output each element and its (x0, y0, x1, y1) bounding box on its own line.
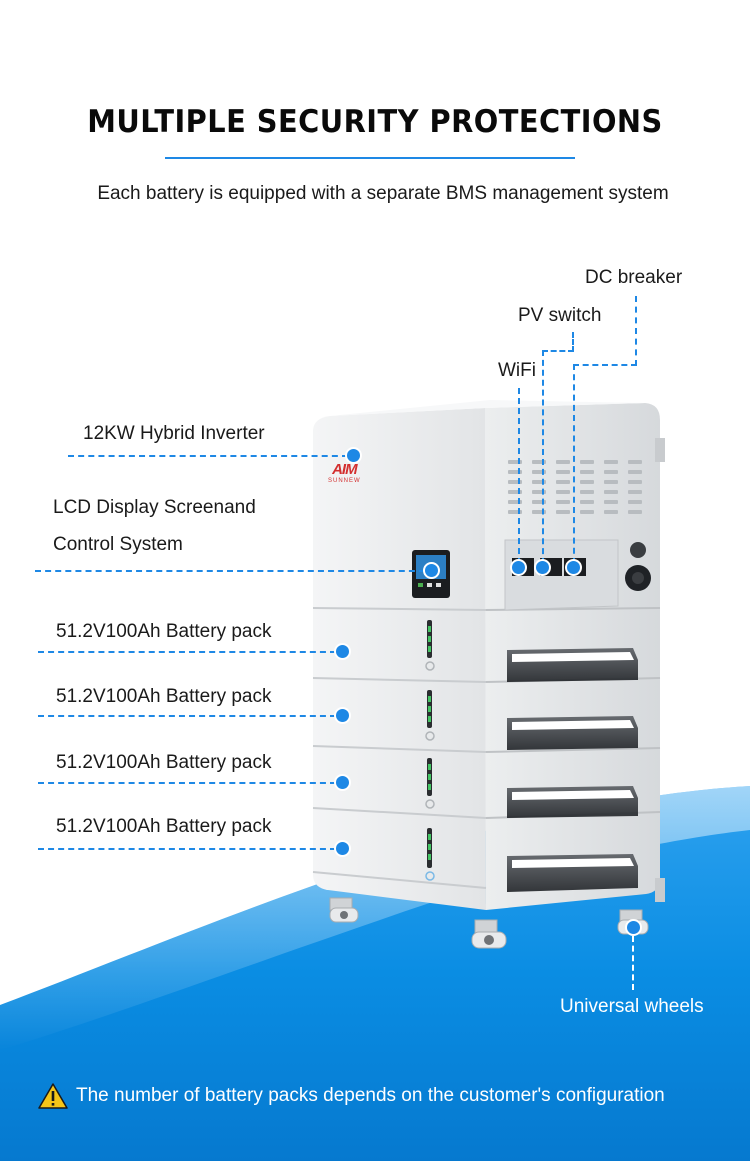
dc-breaker-label: DC breaker (585, 267, 683, 288)
battery-pack-4-dot (334, 840, 351, 857)
pv-switch-leader-horizontal (542, 350, 574, 352)
lcd-label-line1: LCD Display Screenand (53, 497, 256, 518)
inverter-label: 12KW Hybrid Inverter (83, 423, 265, 444)
dc-breaker-leader-vertical (635, 296, 637, 366)
page-subtitle: Each battery is equipped with a separate… (97, 183, 669, 204)
warning-triangle-icon (38, 1083, 68, 1109)
configuration-note: The number of battery packs depends on t… (38, 1083, 665, 1109)
universal-wheels-label: Universal wheels (560, 996, 704, 1017)
lcd-dot (423, 562, 440, 579)
dc-breaker-leader-horizontal (573, 364, 637, 366)
battery-pack-2-label: 51.2V100Ah Battery pack (56, 686, 272, 707)
energy-storage-product (312, 400, 665, 949)
battery-pack-4-leader (38, 848, 336, 850)
dc-breaker-leader-drop (573, 364, 575, 564)
lcd-leader (35, 570, 425, 572)
configuration-note-text: The number of battery packs depends on t… (76, 1085, 665, 1106)
wifi-leader (518, 388, 520, 564)
battery-pack-3-leader (38, 782, 336, 784)
title-underline (165, 157, 575, 159)
brand-logo: AIM SUNNEW (328, 462, 361, 485)
battery-pack-4-label: 51.2V100Ah Battery pack (56, 816, 272, 837)
pv-switch-leader-drop (542, 350, 544, 564)
pv-switch-leader-vertical (572, 332, 574, 352)
battery-pack-3-dot (334, 774, 351, 791)
brand-logo-mark: AIM (332, 461, 357, 478)
battery-pack-1-leader (38, 651, 336, 653)
wifi-label: WiFi (498, 360, 536, 381)
inverter-leader (68, 455, 348, 457)
battery-pack-2-dot (334, 707, 351, 724)
pv-switch-label: PV switch (518, 305, 602, 326)
page-title: MULTIPLE SECURITY PROTECTIONS (87, 104, 663, 140)
brand-logo-text: SUNNEW (328, 478, 361, 484)
lcd-label-line2: Control System (53, 534, 183, 555)
battery-pack-1-label: 51.2V100Ah Battery pack (56, 621, 272, 642)
wifi-dot (510, 559, 527, 576)
pv-switch-dot (534, 559, 551, 576)
dc-breaker-dot (565, 559, 582, 576)
battery-pack-3-label: 51.2V100Ah Battery pack (56, 752, 272, 773)
inverter-dot (345, 447, 362, 464)
wheels-dot (625, 919, 642, 936)
battery-pack-2-leader (38, 715, 336, 717)
battery-pack-1-dot (334, 643, 351, 660)
wheels-leader (632, 936, 634, 990)
